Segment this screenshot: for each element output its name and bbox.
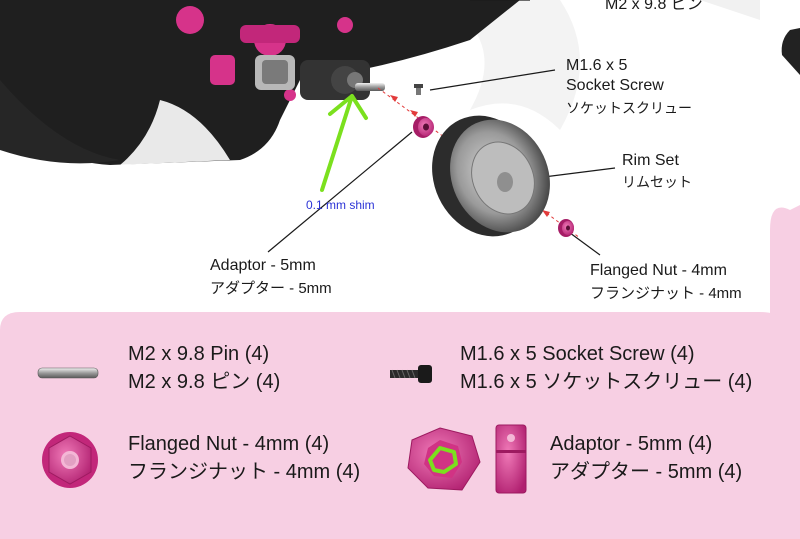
shim-note: 0.1 mm shim [306, 198, 375, 212]
parts-item-screw-line2: M1.6 x 5 ソケットスクリュー (4) [460, 371, 753, 393]
background-swoosh [440, 0, 580, 130]
screw-callout-line2: Socket Screw [566, 77, 664, 94]
screw-callout-line3: ソケットスクリュー [566, 100, 692, 116]
parts-item-adaptor-line2: アダプター - 5mm (4) [550, 461, 743, 483]
adaptor-callout-line1: Adaptor - 5mm [210, 257, 316, 274]
parts-item-screw-line1: M1.6 x 5 Socket Screw (4) [460, 343, 695, 365]
pin-callout-label: M2 x 9.8 ピン [605, 0, 703, 13]
parts-item-pin-line2: M2 x 9.8 ピン (4) [128, 371, 281, 393]
chassis-drawing [0, 0, 520, 165]
nut-part [558, 219, 574, 237]
green-hex-outline [428, 446, 458, 474]
screw-part [414, 84, 423, 95]
rim-callout-line1: Rim Set [622, 152, 679, 169]
parts-item-nut-line1: Flanged Nut - 4mm (4) [128, 433, 330, 455]
flanged-nut-icon [42, 432, 98, 488]
parts-list-panel: M2 x 9.8 Pin (4) M2 x 9.8 ピン (4) M1.6 x … [0, 312, 790, 539]
nut-callout-line1: Flanged Nut - 4mm [590, 262, 727, 279]
screw-callout-line1: M1.6 x 5 [566, 57, 628, 74]
adaptor-part [413, 116, 434, 138]
rim-callout-line2: リムセット [622, 174, 692, 190]
parts-panel-bg [0, 312, 790, 539]
green-arrow-annotation [320, 94, 368, 192]
socket-screw-icon [390, 365, 432, 383]
adaptor-icon [407, 424, 527, 494]
parts-item-adaptor-line1: Adaptor - 5mm (4) [550, 433, 713, 455]
adaptor-callout-line2: アダプター - 5mm [210, 280, 332, 297]
pin-icon [37, 367, 99, 379]
parts-item-nut-line2: フランジナット - 4mm (4) [128, 461, 361, 483]
parts-item-pin-line1: M2 x 9.8 Pin (4) [128, 343, 270, 365]
nut-callout-line2: フランジナット - 4mm [590, 285, 742, 302]
rim-part [432, 115, 550, 237]
